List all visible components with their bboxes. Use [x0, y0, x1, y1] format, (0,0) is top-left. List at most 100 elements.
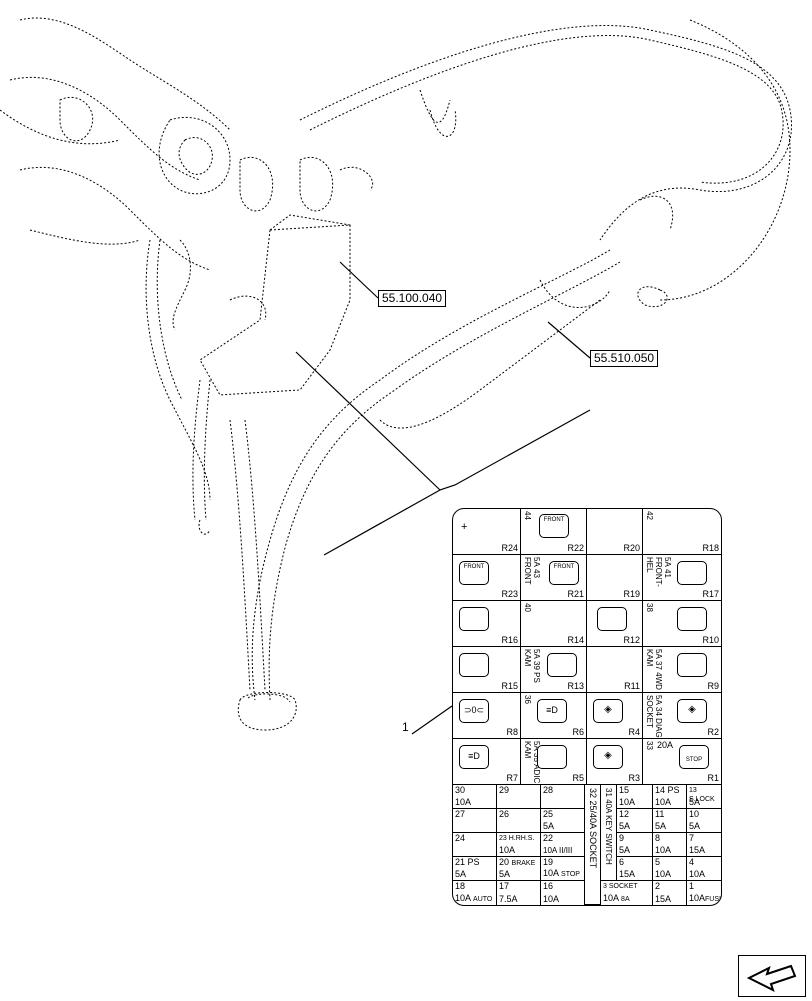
relay-label: R24 — [501, 543, 518, 553]
fuse-4: 4 10A — [687, 857, 721, 881]
callout-55100040[interactable]: 55.100.040 — [378, 290, 447, 307]
relay-slot-r16: R16 — [453, 601, 521, 647]
relay-caption: FRONT — [463, 564, 485, 570]
fuse-26: 26 — [497, 809, 541, 833]
fuse-6: 6 15A — [617, 857, 653, 881]
fuse-17: 17 7.5A — [497, 881, 541, 905]
relay-front-icon: FRONT — [459, 561, 489, 585]
fuse-22-amp: 10A II/III — [543, 846, 573, 855]
relay-tractor-icon — [547, 653, 577, 677]
slot-number: 36 — [523, 695, 532, 704]
relay-label: R18 — [702, 543, 719, 553]
relay-label: R21 — [567, 589, 584, 599]
fuse-amp: 5A — [689, 797, 701, 807]
fuse-19: 19 10A STOP — [541, 857, 585, 881]
fuse-amp: 5A — [619, 821, 631, 831]
relay-fuel-icon — [537, 745, 567, 769]
fuse-number: 22 — [543, 833, 554, 843]
fuse-amp: 10A — [455, 797, 472, 807]
fuse-28: 28 — [541, 785, 585, 809]
relay-label: R17 — [702, 589, 719, 599]
slot-amp: 20A — [657, 740, 674, 750]
relay-slot-r23: FRONT R23 — [453, 555, 521, 601]
slot-number: 42 — [645, 511, 654, 520]
fuse-29: 29 — [497, 785, 541, 809]
fuse-27: 27 — [453, 809, 497, 833]
fuse-number: 27 — [455, 809, 466, 819]
plus-icon: + — [461, 521, 468, 533]
fuse-amp: 5A — [455, 869, 467, 879]
fuse-13: 13 S.LOCK 5A — [687, 785, 721, 809]
relay-label: R4 — [628, 727, 640, 737]
fuse-number: 16 — [543, 881, 554, 891]
relay-label: R12 — [623, 635, 640, 645]
leader-55100040 — [339, 261, 379, 299]
slot-39-text: 5A 39 PS KAM — [523, 649, 541, 683]
fuse-14-text: 14 PS — [655, 785, 680, 795]
relay-label: R5 — [572, 773, 584, 783]
relay-label: R10 — [702, 635, 719, 645]
fuse-number: 1 — [689, 881, 695, 891]
harness-upper-loop — [299, 25, 792, 241]
relay-slot-r19: R19 — [587, 555, 643, 601]
fuse-number: 19 — [543, 857, 554, 867]
fuse-12: 12 5A — [617, 809, 653, 833]
relay-slot-r24: + R24 — [453, 509, 521, 555]
relay-slot-r7: ≡D R7 — [453, 739, 521, 785]
fuse-30: 30 10A — [453, 785, 497, 809]
fuse-number: 30 — [455, 785, 466, 795]
fuse-10: 10 5A — [687, 809, 721, 833]
fuse-amp: 15A — [619, 869, 636, 879]
relay-diamond-icon: ◈ — [677, 699, 707, 723]
slot-43-text: 5A 43 FRONT — [523, 557, 541, 585]
fuse-13-text: 13 S.LOCK — [689, 787, 715, 803]
fusebox-module-outline — [199, 224, 351, 396]
relay-slot-r11: R11 — [587, 647, 643, 693]
fuse-amp: 5A — [689, 821, 701, 831]
callout-55510050[interactable]: 55.510.050 — [590, 350, 659, 367]
fuse-23-text: 23 H.RH.S. — [499, 835, 535, 842]
fuse-number: 15 — [619, 785, 630, 795]
fuse-number: 7 — [689, 833, 695, 843]
fuse-18-amp: 10A AUTO — [455, 893, 493, 904]
diamond-glyph: ◈ — [604, 704, 612, 715]
fuse-number: 17 — [499, 881, 510, 891]
relay-label: R6 — [572, 727, 584, 737]
fuse-amp: 10A — [499, 845, 516, 855]
relay-slot-r21: 5A 43 FRONT FRONT R21 — [521, 555, 587, 601]
fuse-number: 18 — [455, 881, 466, 891]
relay-label: R1 — [707, 773, 719, 783]
fuse-number: 24 — [455, 833, 466, 843]
relay-slot-r10: 38 R10 — [643, 601, 721, 647]
relay-sidelight-icon: ⊃0⊂ — [459, 699, 489, 723]
fuse-1: 1 10AFUSI — [687, 881, 721, 905]
relay-switch-icon — [677, 607, 707, 631]
relay-slot-r17: 5A 41 FRONT-HEL R17 — [643, 555, 721, 601]
fuse-15: 15 10A — [617, 785, 653, 809]
fuse-amp: 7.5A — [499, 894, 518, 904]
relay-label: R19 — [623, 589, 640, 599]
slot-number: 40 — [523, 603, 532, 612]
fuse-23: 23 H.RH.S. 10A — [497, 833, 541, 857]
fuse-number: 6 — [619, 857, 625, 867]
diamond-glyph: ◈ — [688, 704, 696, 715]
relay-slot-r20: R20 — [587, 509, 643, 555]
next-page-button[interactable] — [738, 955, 806, 997]
fuse-amp: 10A — [655, 845, 672, 855]
sidelight-glyph: ⊃0⊂ — [463, 705, 485, 715]
fuse-31: 31 40A KEY SWITCH — [601, 785, 617, 881]
fuse-number: 5 — [655, 857, 661, 867]
fuse-amp: 10A — [619, 797, 636, 807]
fuse-18: 18 10A AUTO — [453, 881, 497, 905]
panel-reference-number: 1 — [402, 720, 409, 734]
harness-right-branch — [659, 19, 791, 301]
fuse-3-text: 3 SOCKET — [603, 883, 638, 890]
relay-caption: FRONT — [543, 517, 565, 523]
relay-slot-r4: ◈ R4 — [587, 693, 643, 739]
relay-slot-r3: ◈ R3 — [587, 739, 643, 785]
fuse-1-amp: 10AFUSI — [689, 893, 721, 904]
fuse-amp: 10A — [655, 869, 672, 879]
relay-label: R2 — [707, 727, 719, 737]
relay-slot-r2: 5A 34 DIAG SOCKET ◈ R2 — [643, 693, 721, 739]
slot-41-text: 5A 41 FRONT-HEL — [645, 557, 672, 587]
